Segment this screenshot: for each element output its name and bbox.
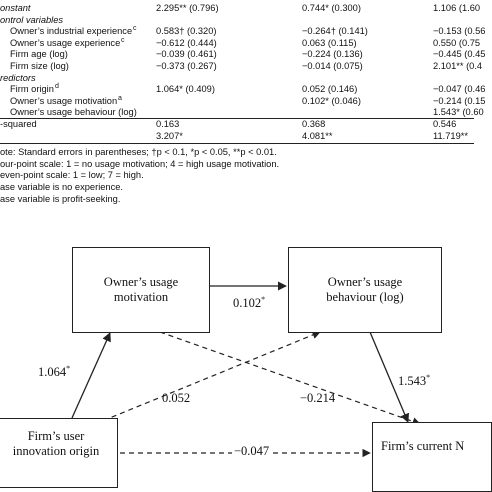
- table-note: ase variable is profit-seeking.: [0, 193, 121, 204]
- box-owner-usage-behaviour: Owner’s usage behaviour (log): [288, 247, 442, 333]
- coef-value: −0.214: [300, 391, 336, 405]
- table-row: -squared 0.163 0.368 0.546: [0, 119, 474, 131]
- row-label: onstant: [0, 3, 31, 13]
- cell-c2: −0.224 (0.136): [302, 49, 363, 60]
- coef-value: 0.052: [162, 391, 191, 405]
- row-label: ontrol variables: [0, 14, 64, 25]
- coef-behaviour-outcome: 1.543*: [398, 373, 430, 389]
- cell-c3: −0.153 (0.56: [433, 26, 486, 37]
- table-row: ontrol variables: [0, 15, 474, 27]
- box-owner-usage-motivation: Owner’s usage motivation: [72, 247, 210, 333]
- table-row: redictors: [0, 73, 474, 85]
- cell-c3: −0.445 (0.45: [433, 49, 486, 60]
- row-label-superscript: c: [121, 36, 125, 44]
- cell-c3: 1.543* (0.60: [433, 107, 484, 118]
- table-note: ase variable is no experience.: [0, 182, 123, 192]
- table-note: ote: Standard errors in parentheses; †p …: [0, 147, 277, 158]
- cell-c2: −0.014 (0.075): [302, 61, 363, 71]
- row-label: Owner’s usage behaviour (log): [10, 107, 137, 118]
- row-label: Firm size (log): [10, 61, 69, 71]
- row-label: Owner’s industrial experience: [10, 26, 133, 37]
- coef-origin-motivation: 1.064*: [38, 364, 70, 380]
- table-rule: [0, 118, 474, 119]
- box-firm-user-innovation-origin: Firm’s user innovation origin: [0, 418, 118, 488]
- table-note: even-point scale: 1 = low; 7 = high.: [0, 170, 144, 181]
- table-row: Firm size (log) −0.373 (0.267) −0.014 (0.0…: [0, 61, 482, 73]
- cell-c1: −0.373 (0.267): [156, 61, 217, 71]
- cell-c3: 0.546: [433, 119, 457, 129]
- cell-c3: 1.106 (1.60: [433, 3, 481, 13]
- box-line: motivation: [113, 290, 169, 304]
- coef-value: 0.102: [233, 296, 262, 311]
- box-line: innovation origin: [12, 444, 100, 458]
- cell-c2: −0.264† (0.141): [302, 26, 368, 37]
- cell-c2: 0.063 (0.115): [302, 37, 357, 48]
- cell-c2: 0.368: [302, 119, 326, 129]
- box-line: Firm’s current N: [381, 439, 465, 453]
- cell-c1: 2.295** (0.796): [156, 3, 219, 13]
- row-label: redictors: [0, 72, 36, 83]
- cell-c1: −0.612 (0.444): [156, 37, 217, 48]
- table-row: 3.207* 4.081** 11.719**: [0, 131, 474, 143]
- coef-value: 1.543: [398, 374, 427, 389]
- sig-mark: *: [66, 364, 71, 373]
- cell-c2: 4.081**: [302, 130, 333, 141]
- table-row: onstant 2.295** (0.796) 0.744* (0.300) 1.10…: [0, 3, 480, 15]
- cell-c3: 11.719**: [433, 130, 468, 141]
- arrow-origin-motivation: [71, 332, 111, 419]
- table-bottom-rule: [0, 143, 474, 145]
- row-label: -squared: [0, 119, 37, 129]
- row-label-superscript: d: [55, 83, 59, 91]
- cell-c3: 0.550 (0.75: [433, 37, 481, 48]
- cell-c3: −0.214 (0.15: [433, 95, 486, 106]
- path-diagram: Owner’s usage motivation Owner’s usage b…: [0, 228, 492, 492]
- box-line: Owner’s usage: [103, 275, 179, 289]
- arrow-motivation-outcome: [159, 331, 421, 426]
- cell-c1: 0.163: [156, 119, 180, 129]
- coef-origin-behaviour: 0.052: [162, 391, 190, 406]
- cell-c2: 0.102* (0.046): [302, 95, 361, 106]
- cell-c1: 0.583† (0.320): [156, 26, 217, 37]
- cell-c3: −0.047 (0.46: [433, 84, 486, 95]
- row-label: Firm age (log): [10, 49, 68, 60]
- row-label: Firm origin: [10, 84, 54, 95]
- box-line: behaviour (log): [326, 290, 404, 304]
- cell-c1: 1.064* (0.409): [156, 84, 215, 95]
- coef-origin-outcome: −0.047: [232, 444, 272, 459]
- row-label-superscript: c: [133, 25, 137, 33]
- box-firm-current-outcome: Firm’s current N: [372, 422, 492, 492]
- path-arrows: [71, 281, 421, 458]
- cell-c2: 0.052 (0.146): [302, 84, 358, 95]
- box-line: Firm’s user: [27, 429, 85, 443]
- coef-motivation-behaviour: 0.102*: [233, 295, 265, 311]
- table-row: Firm age (log) −0.039 (0.461) −0.224 (0.13…: [0, 49, 485, 61]
- sig-mark: *: [261, 295, 266, 304]
- arrow-origin-behaviour: [94, 330, 321, 425]
- coef-value: −0.047: [234, 444, 270, 458]
- arrow-behaviour-outcome: [369, 331, 410, 423]
- table-row: Owner’s usage behaviour (log) 1.543* (0.6…: [0, 107, 484, 119]
- coef-motivation-outcome: −0.214: [300, 391, 335, 406]
- regression-table: onstant 2.295** (0.796) 0.744* (0.300) 1.10…: [0, 0, 485, 215]
- cell-c3: 2.101** (0.4: [433, 61, 483, 71]
- sig-mark: *: [426, 373, 431, 382]
- coef-value: 1.064: [38, 365, 67, 380]
- table-note: our-point scale: 1 = no usage motivation…: [0, 158, 280, 169]
- cell-c2: 0.744* (0.300): [302, 3, 361, 13]
- row-label: Owner’s usage experience: [10, 37, 121, 48]
- row-label: Owner’s usage motivation: [10, 95, 118, 106]
- cell-c1: 3.207*: [156, 130, 183, 141]
- cell-c1: −0.039 (0.461): [156, 49, 217, 60]
- box-line: Owner’s usage: [327, 275, 403, 289]
- row-label-superscript: a: [118, 94, 122, 102]
